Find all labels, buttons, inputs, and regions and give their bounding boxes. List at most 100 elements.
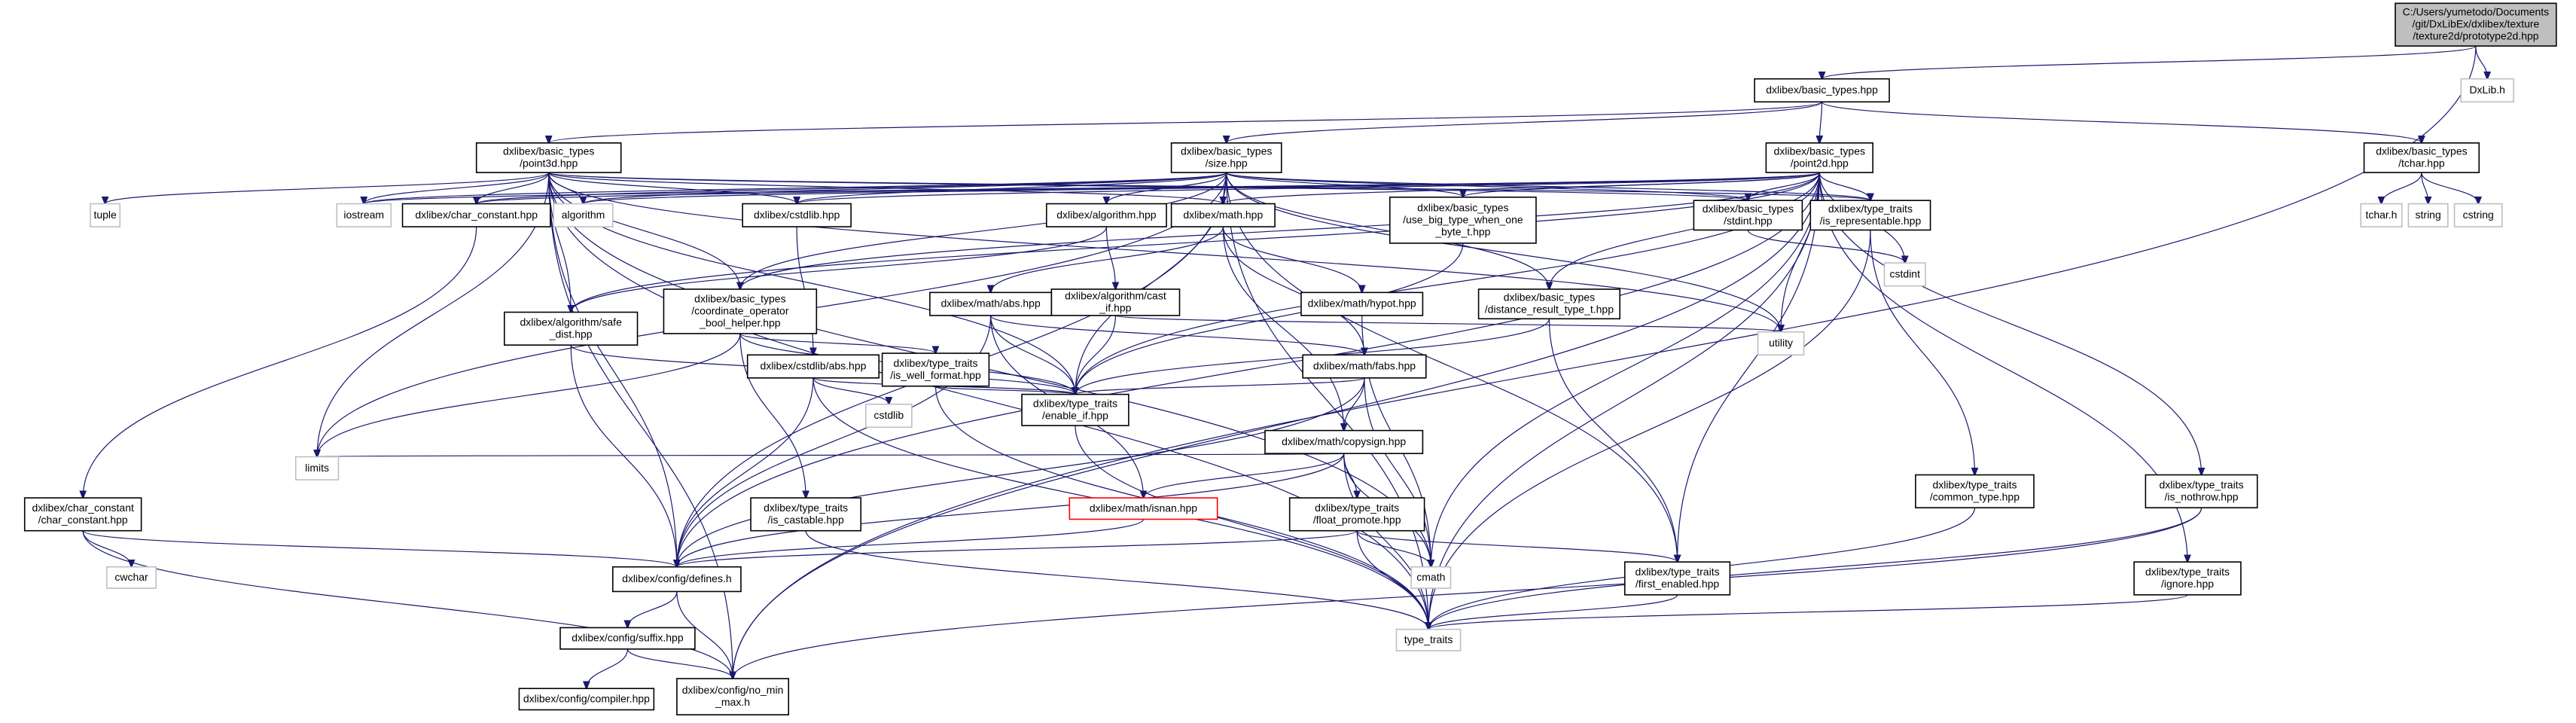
node-is-well-format[interactable]: dxlibex/type_traits/is_well_format.hpp: [881, 352, 990, 387]
edge-stdint-to-cstdint: [1747, 230, 1904, 263]
node-label: dxlibex/type_traits/ignore.hpp: [2145, 566, 2230, 590]
node-label: C:/Users/yumetodo/Documents/git/DxLibEx/…: [2403, 6, 2550, 42]
edge-is_well_format-to-enable_if: [934, 386, 1075, 395]
edge-size-to-first_enabled: [1226, 172, 1678, 562]
node-dxlib: DxLib.h: [2460, 78, 2514, 103]
node-tuple: tuple: [90, 203, 121, 227]
node-common-type[interactable]: dxlibex/type_traits/common_type.hpp: [1915, 474, 2035, 508]
node-first-enabled[interactable]: dxlibex/type_traits/first_enabled.hpp: [1623, 561, 1731, 596]
node-is-nothrow[interactable]: dxlibex/type_traits/is_nothrow.hpp: [2145, 474, 2258, 508]
node-cstdlib-abs[interactable]: dxlibex/cstdlib/abs.hpp: [746, 354, 880, 379]
node-box: [611, 566, 742, 593]
edge-distance-to-first_enabled: [1548, 319, 1677, 562]
node-label: tchar.h: [2365, 209, 2397, 221]
node-label: cwchar: [114, 571, 148, 583]
node-copysign[interactable]: dxlibex/math/copysign.hpp: [1264, 429, 1424, 454]
edge-first_enabled-to-type_traits: [1428, 594, 1678, 630]
edge-size-to-cstdlib_hpp: [797, 172, 1227, 203]
edge-suffix-to-no_min_max: [626, 648, 733, 679]
edge-math-to-hypot: [1222, 227, 1361, 292]
node-compiler[interactable]: dxlibex/config/compiler.hpp: [518, 688, 655, 711]
node-isnan[interactable]: dxlibex/math/isnan.hpp: [1069, 497, 1218, 520]
node-coordinate[interactable]: dxlibex/basic_types/coordinate_operator_…: [663, 288, 818, 334]
node-box: [1693, 200, 1803, 231]
node-label: DxLib.h: [2469, 84, 2504, 96]
edge-size-to-stdint: [1226, 172, 1748, 200]
node-type-traits: type_traits: [1395, 628, 1462, 651]
node-cstdlib-hpp[interactable]: dxlibex/cstdlib.hpp: [742, 203, 852, 227]
edge-is_nothrow-to-type_traits: [1428, 508, 2203, 629]
node-label: dxlibex/config/no_min_max.h: [682, 684, 784, 708]
edge-use_big-to-enable_if: [1075, 243, 1464, 395]
edge-root-to-dxlib: [2475, 46, 2487, 79]
node-box: [750, 497, 862, 532]
node-math[interactable]: dxlibex/math.hpp: [1170, 203, 1276, 227]
node-label: cmath: [1416, 571, 1445, 583]
node-root[interactable]: C:/Users/yumetodo/Documents/git/DxLibEx/…: [2395, 2, 2557, 47]
edge-suffix-to-compiler: [587, 648, 629, 688]
edge-cast_if-to-utility: [1114, 315, 1781, 332]
node-label: dxlibex/basic_types/point2d.hpp: [1774, 145, 1865, 169]
node-box: [1809, 200, 1931, 231]
node-tchar[interactable]: dxlibex/basic_types/tchar.hpp: [2363, 142, 2480, 173]
edge-point2d-to-is_representable: [1818, 172, 1870, 200]
node-label: limits: [305, 462, 329, 474]
node-use-big[interactable]: dxlibex/basic_types/use_big_type_when_on…: [1389, 197, 1537, 244]
node-box: [1045, 203, 1167, 227]
edge-fabs-to-enable_if: [1075, 377, 1365, 395]
node-suffix[interactable]: dxlibex/config/suffix.hpp: [559, 627, 696, 650]
node-label: dxlibex/cstdlib/abs.hpp: [761, 360, 867, 372]
node-defines[interactable]: dxlibex/config/defines.h: [611, 566, 742, 593]
node-box: [1477, 288, 1621, 320]
node-box: [1623, 561, 1731, 596]
edge-fabs-to-copysign: [1344, 377, 1365, 431]
node-cc-cc[interactable]: dxlibex/char_constant/char_constant.hpp: [23, 497, 142, 532]
node-label: dxlibex/basic_types/distance_result_type…: [1485, 291, 1614, 316]
edge-math-to-copysign: [1222, 227, 1343, 431]
node-stdint[interactable]: dxlibex/basic_types/stdint.hpp: [1693, 200, 1803, 231]
node-float-promote[interactable]: dxlibex/type_traits/float_promote.hpp: [1288, 497, 1425, 532]
edge-basic_types-to-point3d: [549, 101, 1823, 143]
node-label: dxlibex/basic_types.hpp: [1766, 84, 1878, 96]
node-box: [90, 203, 121, 227]
node-ignore[interactable]: dxlibex/type_traits/ignore.hpp: [2133, 561, 2242, 596]
node-box: [1302, 354, 1427, 379]
node-point3d[interactable]: dxlibex/basic_types/point3d.hpp: [475, 142, 622, 173]
node-label: dxlibex/algorithm.hpp: [1056, 209, 1157, 221]
edge-safe_dist-to-defines: [570, 345, 677, 567]
edge-defines-to-no_min_max: [676, 591, 733, 679]
node-fabs[interactable]: dxlibex/math/fabs.hpp: [1302, 354, 1427, 379]
node-tchar-h: tchar.h: [2360, 203, 2403, 227]
node-no-min-max[interactable]: dxlibex/config/no_min_max.h: [676, 678, 790, 715]
node-box: [1021, 393, 1129, 426]
node-safe-dist[interactable]: dxlibex/algorithm/safe_dist.hpp: [504, 311, 639, 346]
edge-size-to-char_constant: [477, 172, 1227, 203]
edge-math-to-fabs: [1222, 227, 1364, 355]
node-size[interactable]: dxlibex/basic_types/size.hpp: [1170, 142, 1282, 173]
node-char-constant[interactable]: dxlibex/char_constant.hpp: [401, 203, 551, 227]
node-abs[interactable]: dxlibex/math/abs.hpp: [929, 291, 1053, 316]
edge-coordinate-to-is_well_format: [739, 333, 936, 353]
node-cast-if[interactable]: dxlibex/algorithm/cast_if.hpp: [1050, 288, 1181, 316]
node-is-representable[interactable]: dxlibex/type_traits/is_representable.hpp: [1809, 200, 1931, 231]
node-label: dxlibex/char_constant/char_constant.hpp: [32, 502, 134, 526]
node-box: [475, 142, 622, 173]
node-algorithm-hpp[interactable]: dxlibex/algorithm.hpp: [1045, 203, 1167, 227]
edge-point2d-to-defines: [677, 172, 1820, 567]
node-limits: limits: [294, 456, 340, 480]
node-label: dxlibex/type_traits/is_nothrow.hpp: [2160, 478, 2244, 502]
edge-basic_types-to-point2d: [1819, 102, 1821, 143]
edge-fabs-to-defines: [677, 377, 1365, 567]
node-basic-types[interactable]: dxlibex/basic_types.hpp: [1754, 78, 1890, 103]
node-is-castable[interactable]: dxlibex/type_traits/is_castable.hpp: [750, 497, 862, 532]
node-enable-if[interactable]: dxlibex/type_traits/enable_if.hpp: [1021, 393, 1129, 426]
node-label: dxlibex/basic_types/use_big_type_when_on…: [1403, 201, 1523, 237]
node-label: dxlibex/math/copysign.hpp: [1282, 435, 1406, 447]
node-hypot[interactable]: dxlibex/math/hypot.hpp: [1300, 291, 1424, 316]
node-box: [23, 497, 142, 532]
node-point2d[interactable]: dxlibex/basic_types/point2d.hpp: [1765, 142, 1874, 173]
edge-abs-to-enable_if: [990, 315, 1075, 395]
edge-ignore-to-type_traits: [1428, 594, 2188, 630]
node-distance[interactable]: dxlibex/basic_types/distance_result_type…: [1477, 288, 1621, 320]
